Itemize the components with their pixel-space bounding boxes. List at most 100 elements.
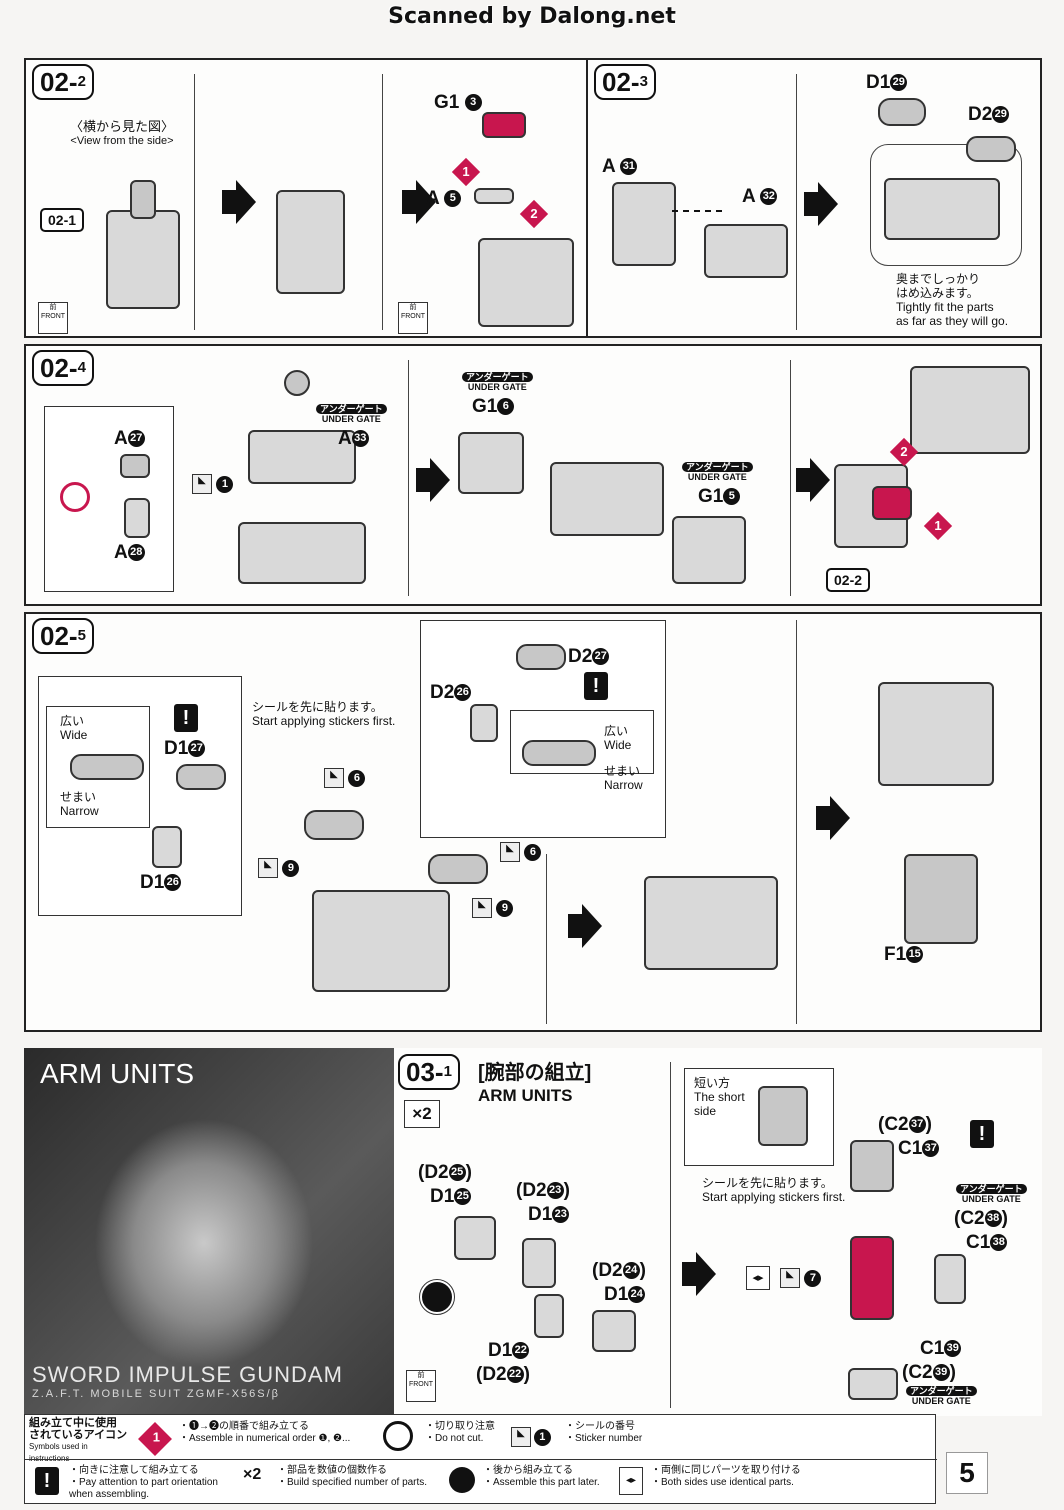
caution-icon: !: [970, 1120, 994, 1148]
part-label-g1-3: G1 3: [434, 92, 482, 114]
g1-part-illustration: [482, 112, 526, 138]
a32-part-illustration: [704, 224, 788, 278]
build-two-icon: ×2: [404, 1100, 440, 1128]
a27-part-illustration: [120, 454, 150, 478]
step-label: 02-3: [594, 64, 656, 100]
next-arrow-icon: [804, 182, 838, 226]
sticker-first-note: シールを先に貼ります。Start applying stickers first…: [252, 700, 396, 728]
next-arrow-icon: [568, 904, 602, 948]
assembly-line: [672, 210, 722, 212]
step-label: 02-4: [32, 350, 94, 386]
step-label: 03-1: [398, 1054, 460, 1090]
sequence-2-icon: 2: [519, 199, 549, 229]
sequence-1-icon: 1: [451, 157, 481, 187]
sticker-callout: ◣ 6: [500, 842, 542, 862]
d2-27-part-illustration: [516, 644, 566, 670]
legend-sequence: ・❶→❷の順番で組み立てる・Assemble in numerical orde…: [179, 1421, 351, 1444]
assembled-shoulder-illustration: [644, 876, 778, 970]
c1-37-detail-illustration: [758, 1086, 808, 1146]
a28-part-illustration: [124, 498, 150, 538]
caution-icon: !: [174, 704, 198, 732]
divider: [382, 74, 383, 330]
g1-5-part-illustration: [672, 516, 746, 584]
sticker-icon: ◣: [258, 858, 278, 878]
model-name: SWORD IMPULSE GUNDAM: [32, 1362, 343, 1387]
legend-sticker-number: ・シールの番号・Sticker number: [565, 1421, 643, 1444]
next-arrow-icon: [816, 796, 850, 840]
sticker-icon: ◣: [192, 474, 212, 494]
next-arrow-icon: [416, 458, 450, 502]
step-02-2-panel: 02-2 〈横から見た図〉 <View from the side> 02-1 …: [24, 58, 588, 338]
d1-25-part-illustration: [454, 1216, 496, 1260]
f1-part-illustration: [904, 854, 978, 944]
ball-joint-illustration: [284, 370, 310, 396]
assemble-later-icon: [419, 1279, 455, 1315]
a31-part-illustration: [612, 182, 676, 266]
sticker-legend-icon: ◣ 1: [511, 1427, 551, 1447]
no-cut-legend-icon: [383, 1421, 413, 1451]
sequence-legend-icon: 1: [138, 1422, 172, 1456]
side-view-caption: 〈横から見た図〉 <View from the side>: [69, 119, 174, 148]
a5-part-illustration: [474, 188, 514, 204]
sticker-first-note: シールを先に貼ります。Start applying stickers first…: [702, 1176, 846, 1204]
sticker-icon: ◣: [780, 1268, 800, 1288]
c1-37-part-illustration: [850, 1140, 894, 1192]
d1-26-part-illustration: [152, 826, 182, 868]
hexagon-frame: [870, 144, 1022, 266]
d1-23-part-illustration: [522, 1238, 556, 1288]
step-label: 02-5: [32, 618, 94, 654]
d2-part-illustration: [966, 136, 1016, 162]
next-arrow-icon: [796, 458, 830, 502]
divider: [194, 74, 195, 330]
elbow-joint-illustration: [304, 810, 364, 840]
divider: [546, 854, 547, 1024]
sticker-icon: ◣: [500, 842, 520, 862]
divider: [796, 74, 797, 330]
caution-legend-icon: !: [35, 1467, 59, 1495]
forearm-assembly-illustration: [850, 1236, 894, 1320]
d1-24-part-illustration: [592, 1310, 636, 1352]
divider: [790, 360, 791, 596]
sticker-callout: ◣ 6: [324, 768, 366, 788]
shoulder-part-illustration: [106, 210, 180, 309]
legend-orientation: ・向きに注意して組み立てる・Pay attention to part orie…: [69, 1465, 218, 1500]
sticker-callout: ◣ 1: [192, 474, 234, 494]
next-arrow-icon: [222, 180, 256, 224]
caution-icon: !: [584, 672, 608, 700]
joint-part-illustration: [70, 754, 144, 780]
sticker-callout: ◣ 9: [258, 858, 300, 878]
step-label: 02-2: [32, 64, 94, 100]
joint-part-illustration: [522, 740, 596, 766]
base-part-illustration: [238, 522, 366, 584]
divider: [670, 1062, 671, 1408]
g1-6-part-illustration: [458, 432, 524, 494]
assemble-later-legend-icon: [449, 1467, 475, 1493]
build-multiple-legend-icon: ×2: [243, 1466, 262, 1483]
ref-step-label: 02-2: [826, 568, 871, 592]
part-label-a-5: A 5: [426, 188, 462, 210]
